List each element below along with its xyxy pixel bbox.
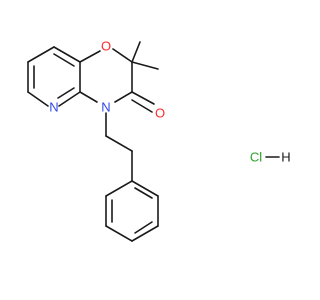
bond [131, 91, 155, 105]
bond [131, 180, 159, 197]
bond [58, 91, 81, 107]
bond [79, 50, 101, 63]
bond-double [57, 87, 75, 99]
bond [27, 91, 49, 107]
bond [105, 180, 133, 197]
salt-chlorine: Cl [250, 150, 262, 165]
chemical-structure-diagram: O O N N Cl H [27, 39, 291, 242]
bond-double [134, 187, 153, 199]
bond [131, 41, 141, 63]
bond [131, 225, 159, 242]
bond [112, 48, 133, 63]
atom-oxygen-carbonyl: O [155, 106, 165, 121]
salt-hydrogen: H [281, 150, 290, 165]
atom-nitrogen-pyridine: N [49, 100, 58, 115]
bond-double [134, 221, 153, 234]
bond-double [53, 53, 75, 67]
bond [105, 135, 133, 152]
bond-double [131, 99, 153, 113]
bond [53, 46, 81, 63]
bond [114, 91, 133, 103]
molecule-drawing: O O N N Cl H [27, 39, 291, 242]
atom-nitrogen-lactam: N [101, 100, 110, 115]
bond [79, 91, 98, 103]
bond [27, 46, 55, 63]
bond [131, 61, 159, 70]
bond [105, 225, 133, 242]
atom-oxygen-ring: O [101, 39, 111, 54]
